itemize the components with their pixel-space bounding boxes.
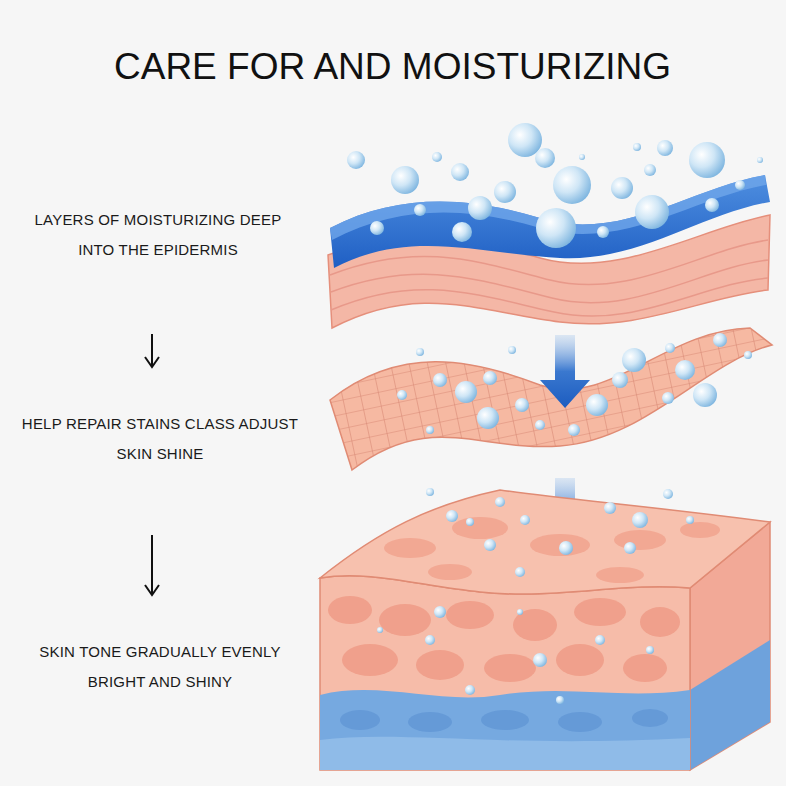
dermis-mesh-layer <box>300 300 786 500</box>
down-arrow <box>145 334 159 595</box>
step-label: LAYERS OF MOISTURIZING DEEP INTO THE EPI… <box>17 205 299 265</box>
water-bubbles <box>377 488 694 704</box>
epidermis-layer <box>328 175 770 328</box>
step-label: HELP REPAIR STAINS CLASS ADJUST SKIN SHI… <box>19 409 301 469</box>
water-bubbles <box>347 123 763 248</box>
diagram-title: CARE FOR AND MOISTURIZING <box>114 45 671 89</box>
skin-block <box>320 490 770 770</box>
step-label: SKIN TONE GRADUALLY EVENLY BRIGHT AND SH… <box>19 637 301 697</box>
water-bubbles <box>397 333 752 436</box>
